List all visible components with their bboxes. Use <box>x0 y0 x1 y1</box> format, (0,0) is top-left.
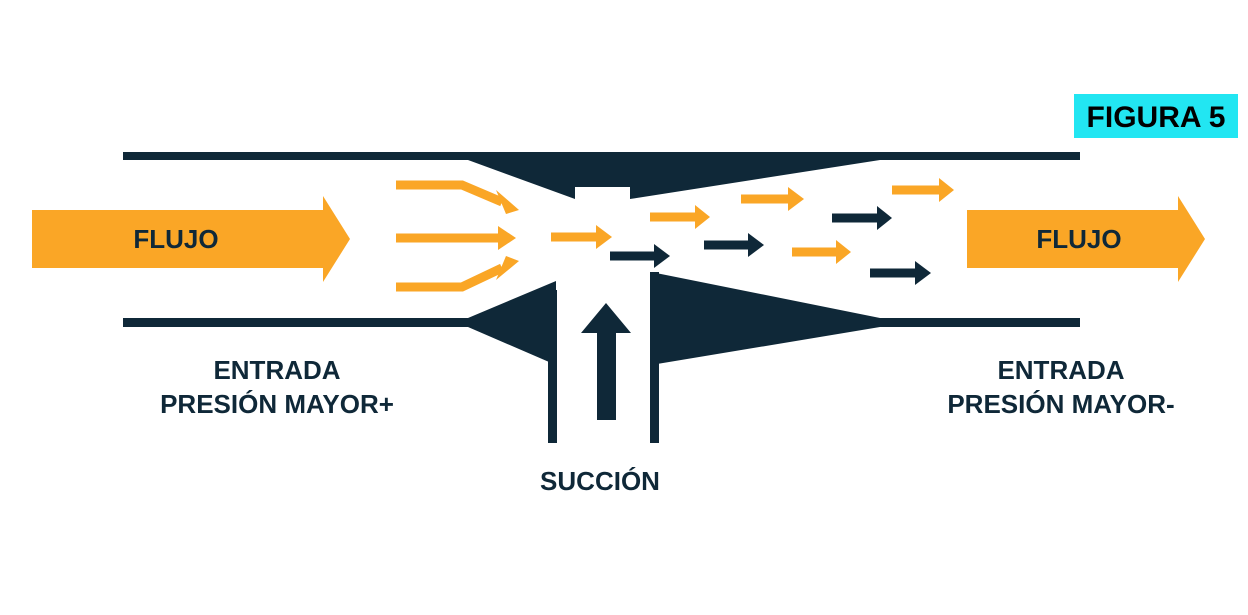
pipe-top-wall <box>123 152 1080 199</box>
outflow-label: FLUJO <box>1036 224 1121 254</box>
inlet-label-line1: ENTRADA <box>213 355 340 385</box>
entrained-arrowhead-4 <box>915 261 931 285</box>
outflow-arrow-icon <box>967 196 1205 282</box>
pipe-bottom-wall-right <box>651 272 1080 365</box>
inlet-flow-arrowhead-top <box>496 190 519 214</box>
entrained-arrowhead-3 <box>877 206 892 230</box>
suction-tube-right-wall <box>650 272 659 443</box>
outlet-label-line1: ENTRADA <box>997 355 1124 385</box>
entrained-arrowhead-2 <box>748 233 764 257</box>
inflow-arrow-icon <box>32 196 350 282</box>
suction-label: SUCCIÓN <box>540 466 660 496</box>
inlet-label-line2: PRESIÓN MAYOR+ <box>160 389 394 419</box>
diffuser-flow-arrowhead-1 <box>695 205 710 229</box>
figure-label: FIGURA 5 <box>1087 101 1226 134</box>
inlet-flow-arrowhead-bottom <box>496 256 519 280</box>
diffuser-flow-arrowhead-3 <box>836 240 851 264</box>
inflow-label: FLUJO <box>133 224 218 254</box>
inlet-flow-arrow-top <box>396 180 504 207</box>
outlet-label-line2: PRESIÓN MAYOR- <box>947 389 1174 419</box>
throat-flow-arrowhead <box>596 225 612 249</box>
diffuser-flow-arrowhead-4 <box>939 178 954 202</box>
suction-tube-left-wall <box>548 290 557 443</box>
suction-arrow-icon <box>581 303 631 420</box>
entrained-arrowhead-1 <box>654 244 670 268</box>
figure-badge <box>1074 94 1238 138</box>
pipe-bottom-wall-left <box>123 281 556 365</box>
inlet-flow-arrow-bottom <box>396 263 504 292</box>
inlet-flow-arrowhead-middle <box>498 226 516 250</box>
diffuser-flow-arrowhead-2 <box>788 187 804 211</box>
